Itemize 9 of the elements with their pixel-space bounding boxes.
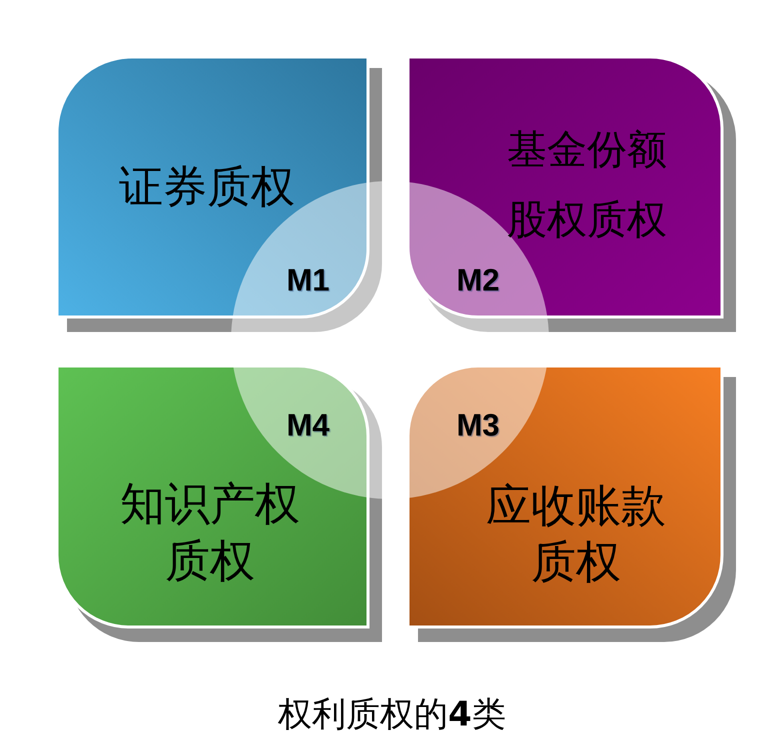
category-label: 证券质权 bbox=[118, 160, 296, 214]
category-label: 基金份额股权质权 bbox=[506, 126, 668, 245]
code-label: M4 bbox=[286, 410, 330, 440]
code-label: M1 bbox=[286, 264, 330, 296]
code-label: M2 bbox=[456, 264, 500, 296]
caption: 权利质权的4类 bbox=[278, 696, 506, 734]
category-label: 应收账款质权 bbox=[485, 478, 667, 590]
category-label: 知识产权质权 bbox=[119, 476, 301, 589]
code-label: M3 bbox=[456, 410, 500, 440]
